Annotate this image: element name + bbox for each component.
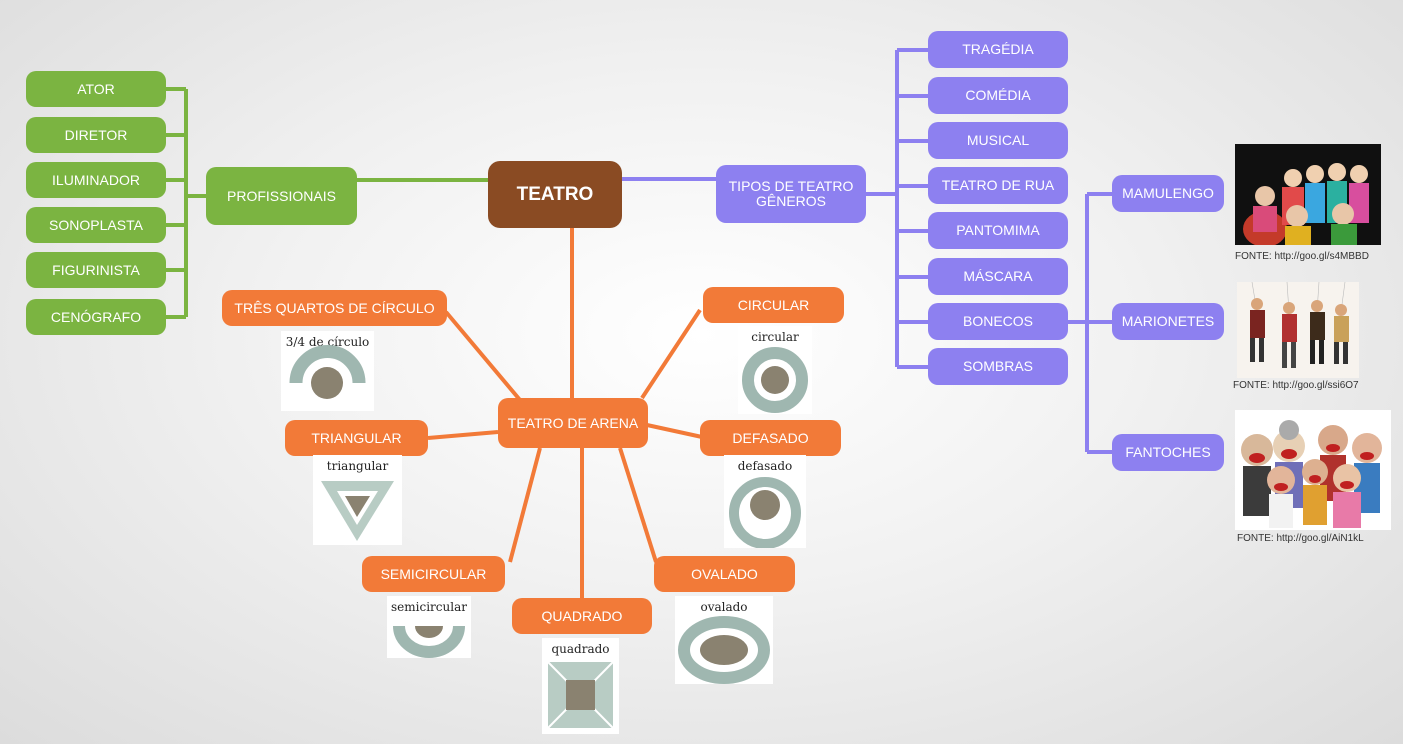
- node-bonecos: BONECOS: [928, 303, 1068, 340]
- node-sombras: SOMBRAS: [928, 348, 1068, 385]
- node-semicircular: SEMICIRCULAR: [362, 556, 505, 592]
- diagram-circular: circular: [738, 326, 812, 414]
- caption-defasado: defasado: [737, 459, 793, 473]
- caption-ovalado: ovalado: [700, 600, 748, 614]
- diagram-quadrado: quadrado: [542, 638, 619, 734]
- node-mascara: MÁSCARA: [928, 258, 1068, 295]
- fantoches-source: FONTE: http://goo.gl/AiN1kL: [1237, 533, 1364, 544]
- node-fantoches: FANTOCHES: [1112, 434, 1224, 471]
- diagram-triangular: triangular: [313, 455, 402, 545]
- node-musical: MUSICAL: [928, 122, 1068, 159]
- node-teatro-de-arena: TEATRO DE ARENA: [498, 398, 648, 448]
- diagram-defasado: defasado: [724, 455, 806, 548]
- node-tragedia: TRAGÉDIA: [928, 31, 1068, 68]
- caption-quadrado: quadrado: [551, 642, 610, 656]
- node-comedia: COMÉDIA: [928, 77, 1068, 114]
- marionetes-source: FONTE: http://goo.gl/ssi6O7: [1233, 380, 1359, 391]
- marionetes-photo: [1237, 282, 1359, 378]
- fantoches-photo: [1235, 410, 1391, 530]
- node-figurinista: FIGURINISTA: [26, 252, 166, 288]
- diagram-semicircular: semicircular: [387, 596, 471, 658]
- node-profissionais: PROFISSIONAIS: [206, 167, 357, 225]
- caption-circular: circular: [751, 330, 799, 344]
- node-teatro-de-rua: TEATRO DE RUA: [928, 167, 1068, 204]
- caption-triangular: triangular: [326, 459, 389, 473]
- node-pantomima: PANTOMIMA: [928, 212, 1068, 249]
- diagram-ovalado: ovalado: [675, 596, 773, 684]
- diagram-3-4-circulo: 3/4 de círculo: [281, 331, 374, 411]
- node-defasado: DEFASADO: [700, 420, 841, 456]
- node-circular: CIRCULAR: [703, 287, 844, 323]
- node-cenografo: CENÓGRAFO: [26, 299, 166, 335]
- mamulengo-source: FONTE: http://goo.gl/s4MBBD: [1235, 251, 1369, 262]
- node-mamulengo: MAMULENGO: [1112, 175, 1224, 212]
- node-ator: ATOR: [26, 71, 166, 107]
- node-iluminador: ILUMINADOR: [26, 162, 166, 198]
- node-diretor: DIRETOR: [26, 117, 166, 153]
- node-tres-quartos: TRÊS QUARTOS DE CÍRCULO: [222, 290, 447, 326]
- node-ovalado: OVALADO: [654, 556, 795, 592]
- node-tipos-de-teatro: TIPOS DE TEATRO GÊNEROS: [716, 165, 866, 223]
- root-node-teatro: TEATRO: [488, 161, 622, 228]
- caption-semicircular: semicircular: [391, 600, 467, 614]
- node-marionetes: MARIONETES: [1112, 303, 1224, 340]
- node-quadrado: QUADRADO: [512, 598, 652, 634]
- node-sonoplasta: SONOPLASTA: [26, 207, 166, 243]
- mamulengo-photo: [1235, 144, 1381, 245]
- node-triangular: TRIANGULAR: [285, 420, 428, 456]
- caption-3-4-circulo: 3/4 de círculo: [285, 335, 370, 349]
